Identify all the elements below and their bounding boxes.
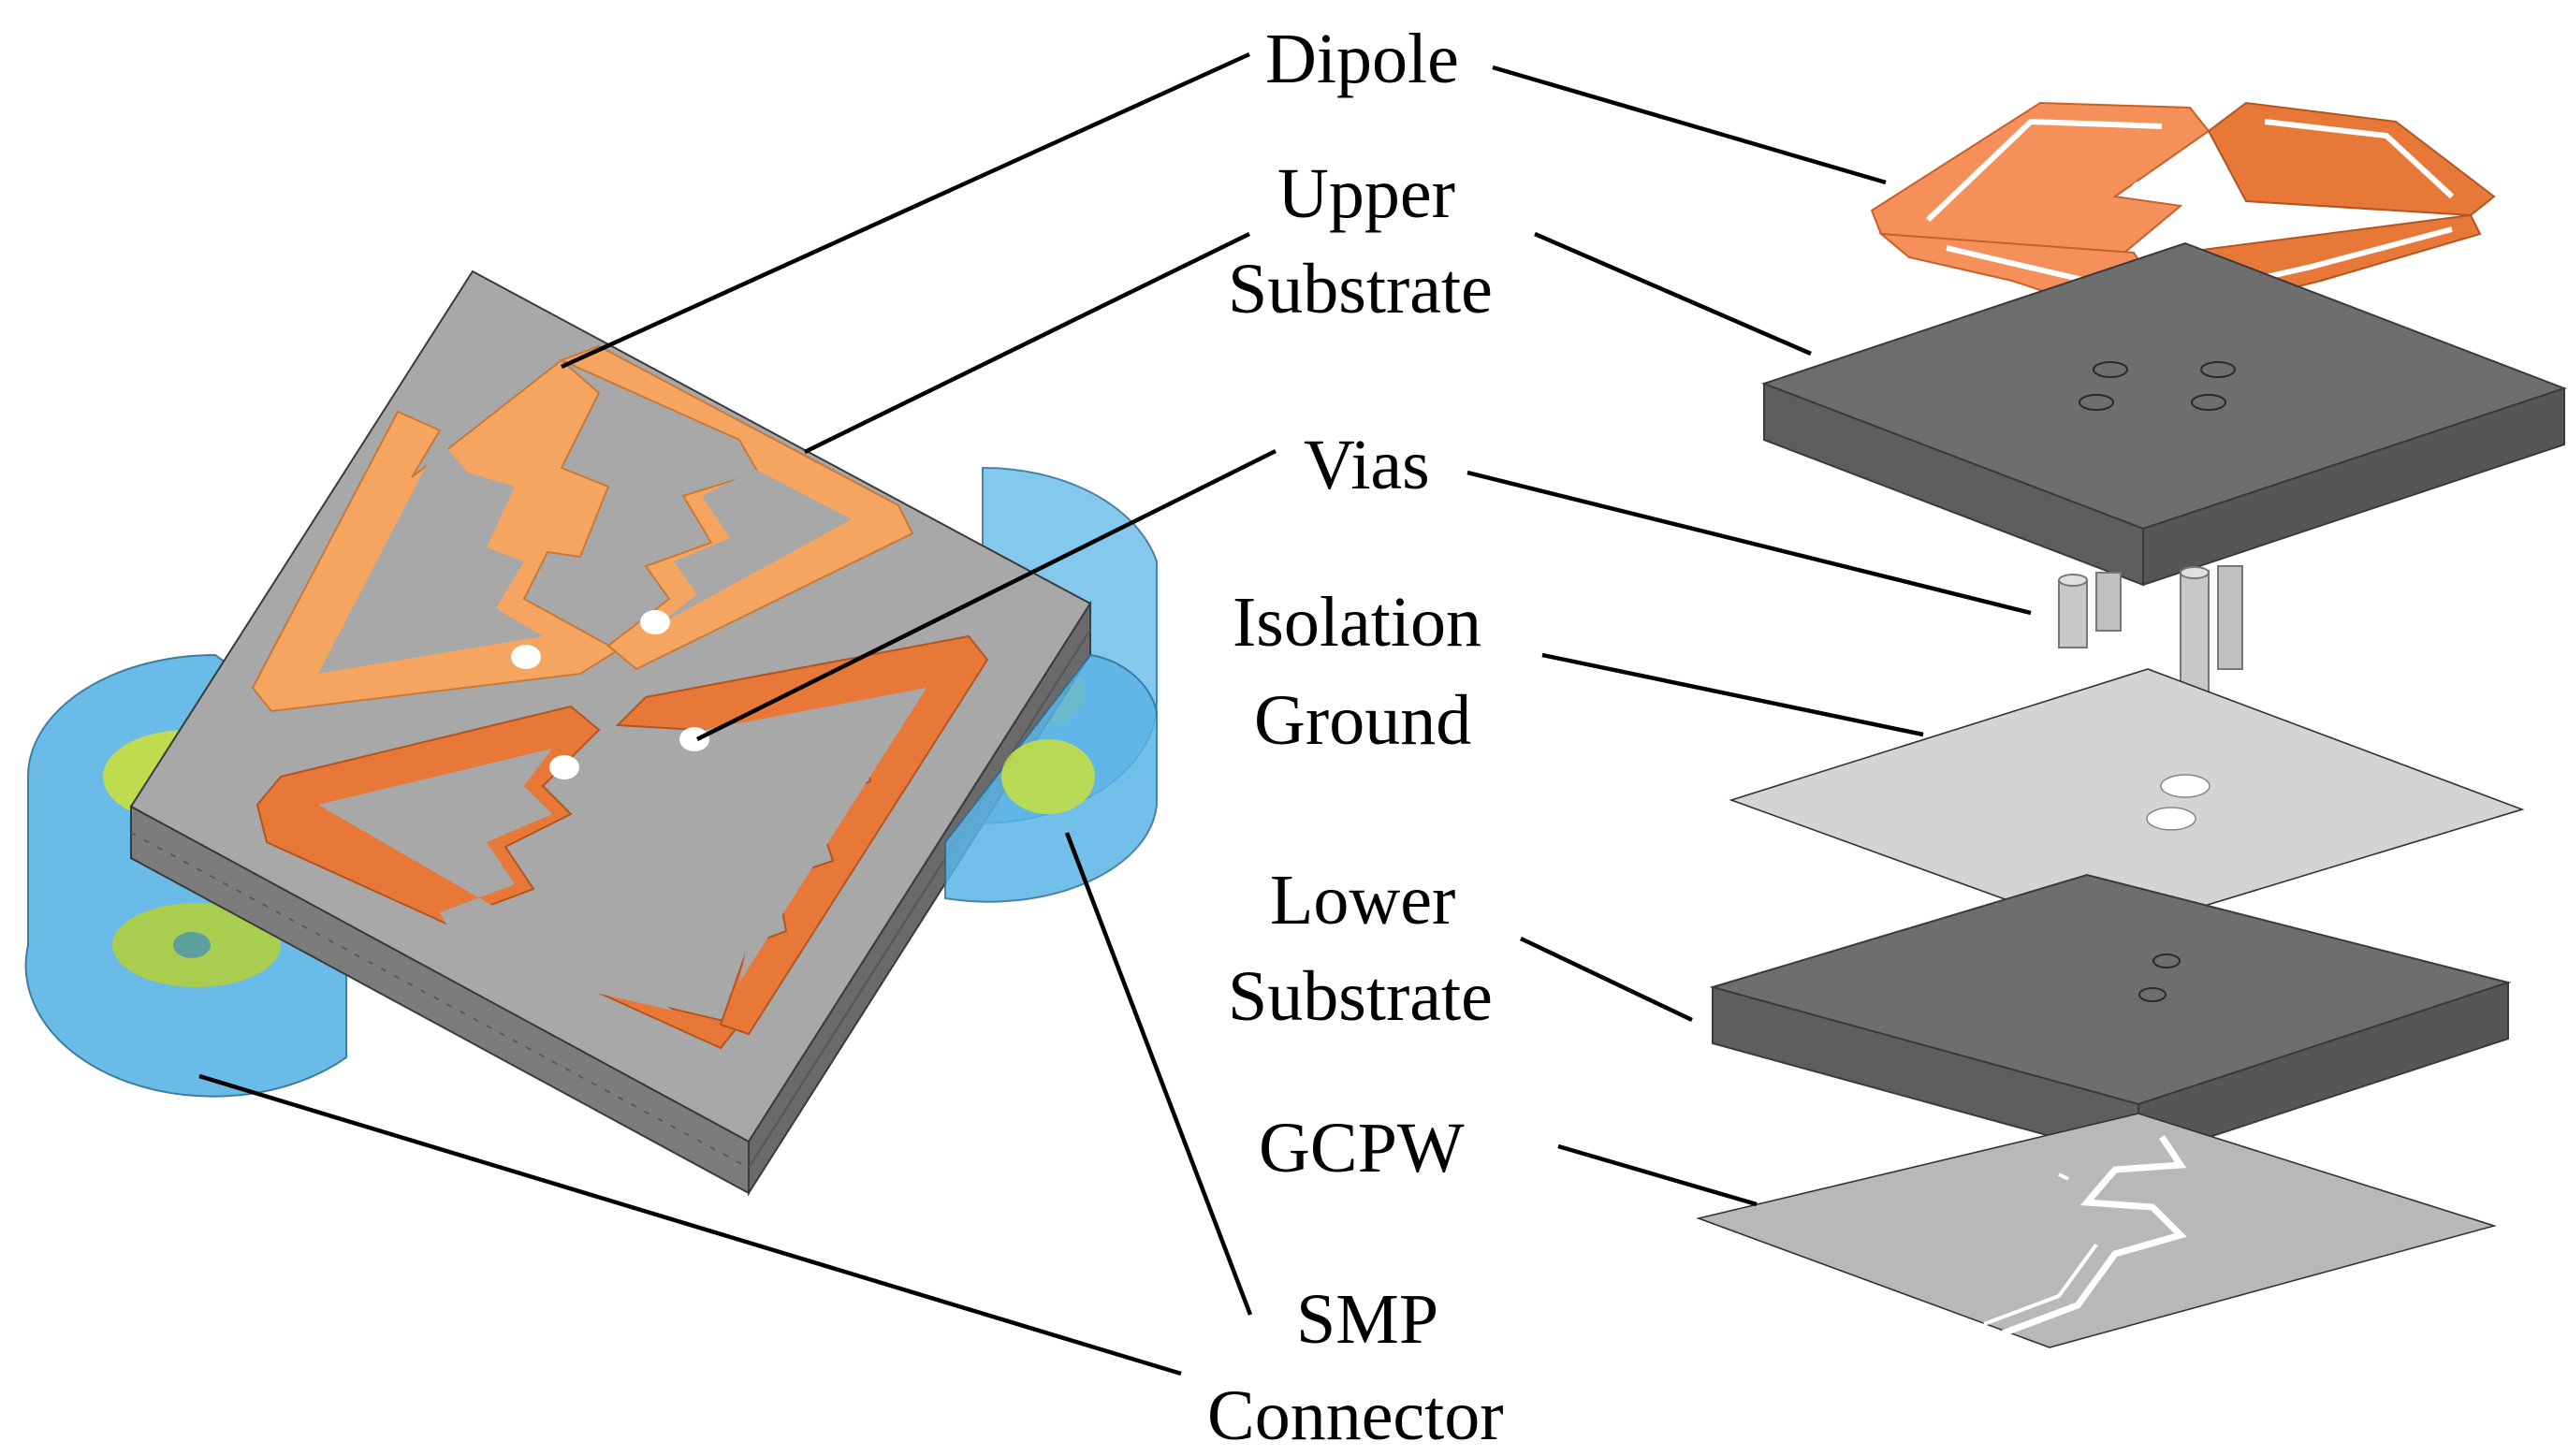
- label-lower-substrate-line1: Lower: [1270, 861, 1455, 939]
- leader-upper-substrate-right: [1534, 231, 1812, 357]
- exploded-lower-substrate: [1709, 873, 2512, 1162]
- label-upper-substrate-line1: Upper: [1277, 154, 1455, 233]
- labels: Dipole Upper Substrate Vias Isolation Gr…: [1207, 20, 1504, 1455]
- exploded-upper-substrate: [1761, 241, 2567, 587]
- leader-smp-right: [1064, 832, 1253, 1316]
- exploded-antenna: [1696, 101, 2567, 1348]
- exploded-gcpw: [1696, 1113, 2497, 1348]
- leader-lines: [198, 51, 2032, 1376]
- via-hole-3: [549, 755, 579, 779]
- label-lower-substrate-line2: Substrate: [1228, 957, 1493, 1036]
- leader-vias-right: [1466, 470, 2032, 616]
- label-smp-connector-line1: SMP: [1296, 1280, 1438, 1359]
- leader-upper-substrate-left: [804, 231, 1250, 455]
- label-isolation-ground-line2: Ground: [1254, 681, 1471, 760]
- exploded-isolation-ground: [1729, 668, 2525, 937]
- leader-gcpw: [1557, 1143, 1758, 1207]
- label-vias: Vias: [1304, 426, 1430, 504]
- label-isolation-ground-line1: Isolation: [1233, 583, 1481, 662]
- label-upper-substrate-line2: Substrate: [1228, 250, 1493, 328]
- label-dipole: Dipole: [1265, 20, 1459, 98]
- smp-connector-front-right: [944, 653, 1158, 903]
- assembled-antenna: [24, 269, 1158, 1197]
- leader-dipole-left: [561, 51, 1250, 370]
- leader-smp-left: [198, 1073, 1182, 1376]
- label-gcpw: GCPW: [1259, 1109, 1465, 1187]
- leader-dipole-right: [1492, 65, 1887, 185]
- label-smp-connector-line2: Connector: [1207, 1376, 1504, 1455]
- leader-vias-left: [695, 448, 1277, 742]
- exploded-vias: [2058, 565, 2243, 707]
- via-hole-2: [640, 610, 670, 634]
- via-hole-4: [679, 727, 709, 751]
- leader-lower-substrate: [1520, 936, 1693, 1023]
- via-hole-1: [511, 645, 541, 669]
- assembled-dipole: [251, 344, 989, 1050]
- leader-isolation-ground: [1541, 652, 1924, 737]
